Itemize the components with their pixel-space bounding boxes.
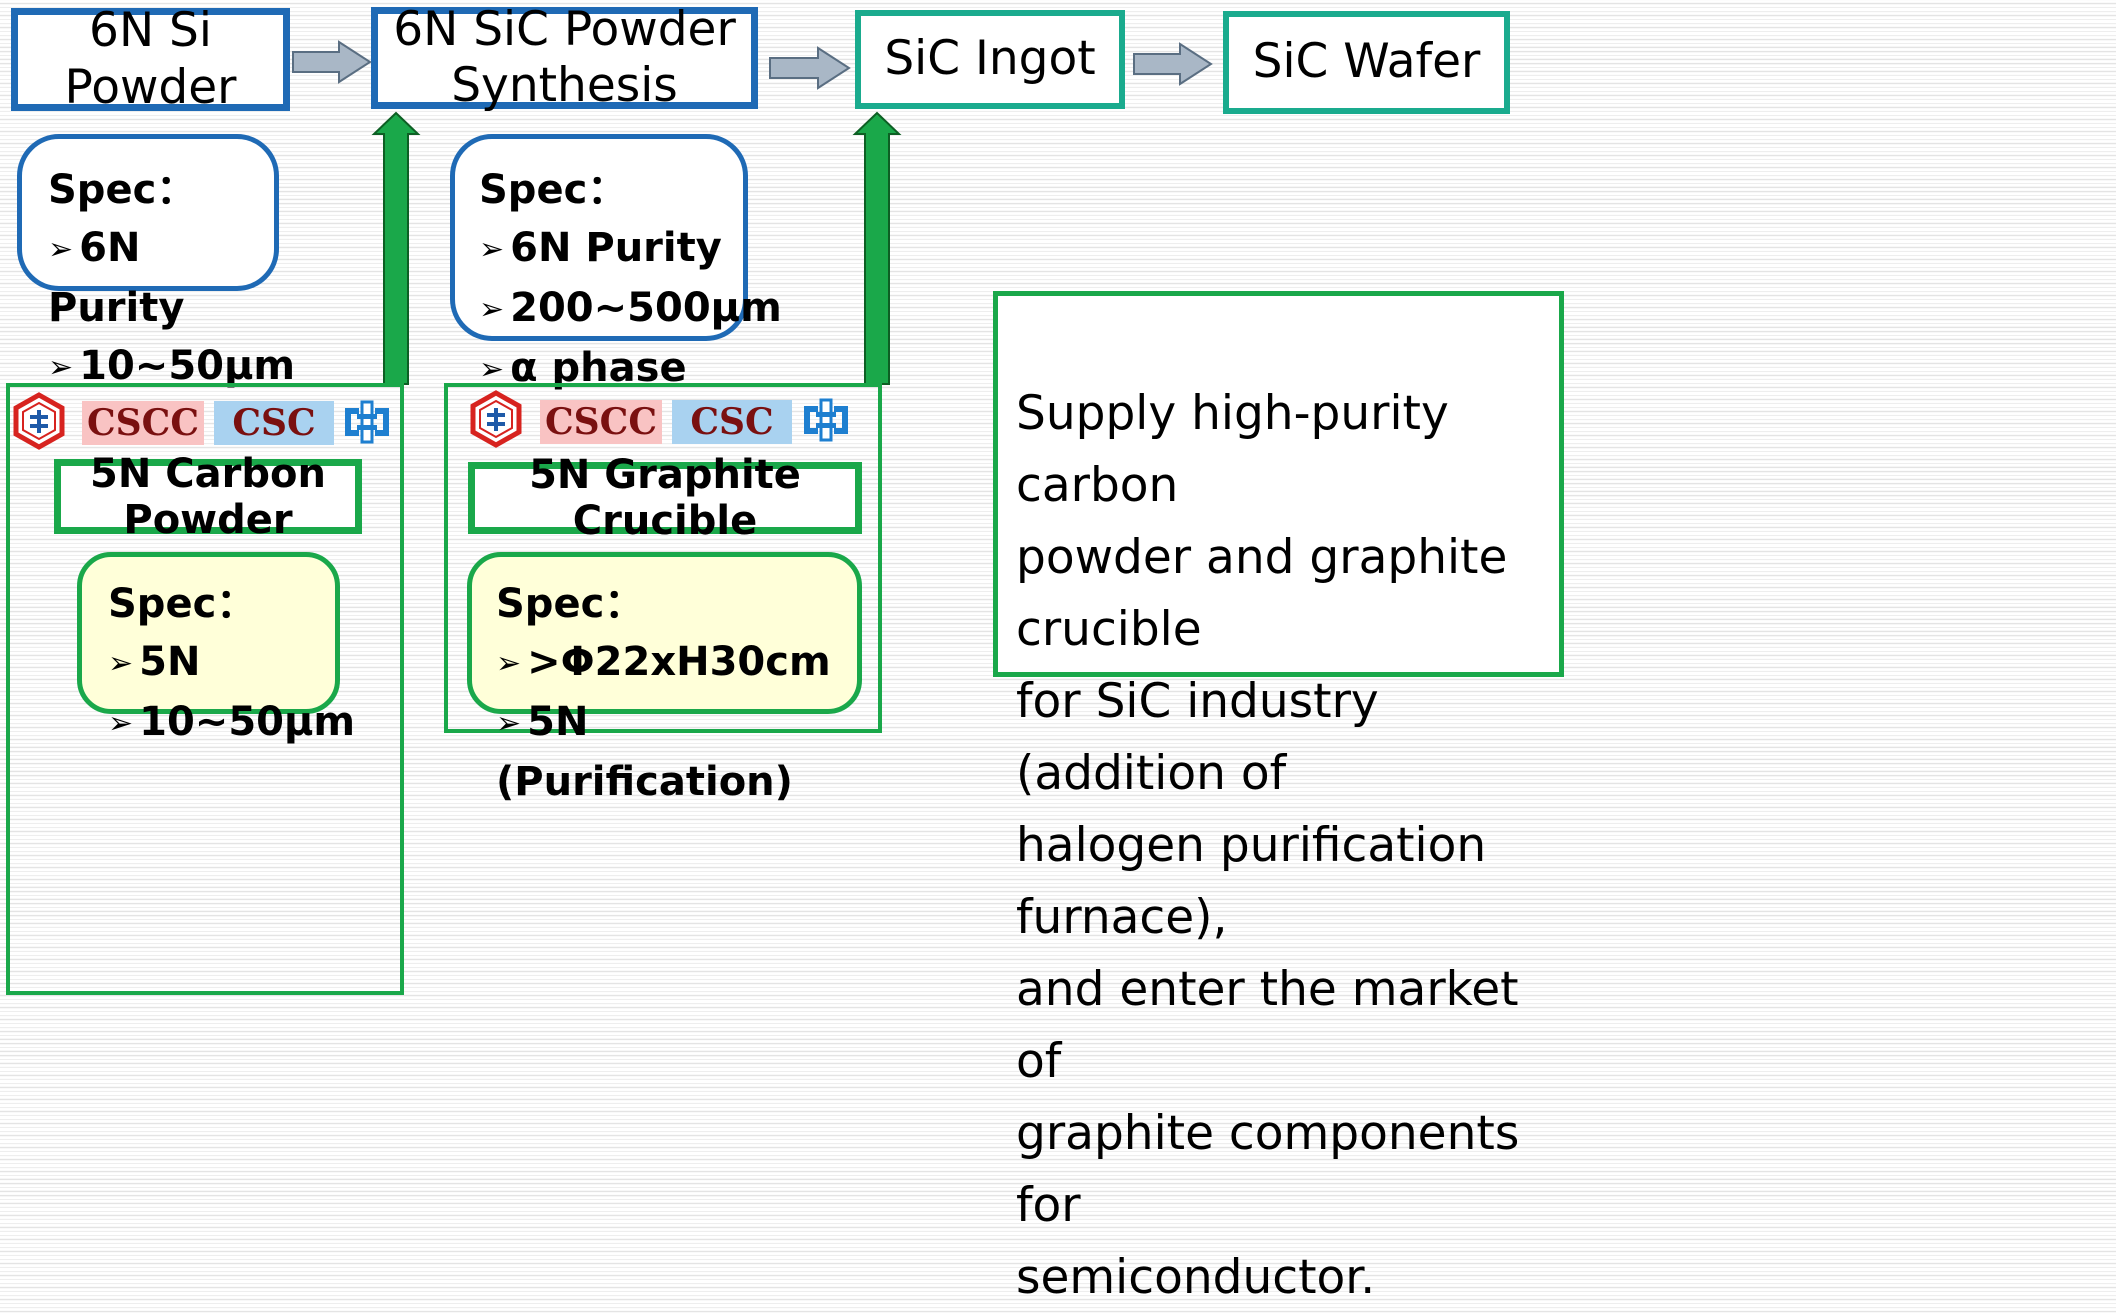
bullet-arrowhead-icon: ➢ xyxy=(479,292,505,327)
csc-logo-icon xyxy=(804,398,848,442)
up-arrow-icon xyxy=(371,111,421,385)
sic-ingot-label: SiC Ingot xyxy=(884,31,1096,87)
carbon-powder-title-box: 5N Carbon Powder xyxy=(54,451,362,543)
cscc-hexagon-logo-icon xyxy=(470,390,522,448)
info-text: Supply high-purity carbon powder and gra… xyxy=(1016,386,1520,1305)
graphite-crucible-title-box: 5N Graphite Crucible xyxy=(468,452,862,544)
spec-item: ➢10~50μm xyxy=(108,699,356,745)
si-powder-label: 6N Si Powder xyxy=(64,3,237,115)
cscc-hexagon-logo-icon xyxy=(13,392,65,450)
carbon-spec-box: Spec： ➢5N ➢10~50μm xyxy=(77,552,355,745)
bullet-arrowhead-icon: ➢ xyxy=(496,646,522,681)
carbon-powder-title-line2: Powder xyxy=(123,496,293,543)
bullet-arrowhead-icon: ➢ xyxy=(48,232,74,267)
sic-powder-label-line1: 6N SiC Powder xyxy=(393,1,736,57)
spec-heading: Spec： xyxy=(479,167,628,213)
bullet-arrowhead-icon: ➢ xyxy=(479,232,505,267)
bullet-arrowhead-icon: ➢ xyxy=(48,350,74,385)
csc-tag: CSC xyxy=(672,400,792,444)
carbon-powder-title-line1: 5N Carbon xyxy=(90,450,326,497)
right-arrow-icon xyxy=(1133,42,1213,86)
right-arrow-icon xyxy=(769,46,851,90)
sic-ingot-box: SiC Ingot xyxy=(855,10,1125,109)
si-powder-box: 6N Si Powder xyxy=(11,3,290,115)
cscc-tag: CSCC xyxy=(540,400,662,444)
spec-item: ➢10~50μm xyxy=(48,343,296,389)
graphite-crucible-title: 5N Graphite Crucible xyxy=(529,452,801,544)
spec-item: ➢6N Purity xyxy=(479,225,722,271)
graphite-crucible-panel xyxy=(444,383,882,733)
right-arrow-icon xyxy=(292,40,372,84)
spec-heading: Spec： xyxy=(48,167,197,213)
spec-item: ➢200~500μm xyxy=(479,285,782,331)
sic-powder-label-line2: Synthesis xyxy=(451,58,678,113)
spec-item: ➢>Φ22xH30cm xyxy=(496,639,831,685)
bullet-arrowhead-icon: ➢ xyxy=(108,646,134,681)
si-spec-box: Spec： ➢6N Purity ➢10~50μm xyxy=(17,134,295,389)
sic-wafer-label: SiC Wafer xyxy=(1252,34,1481,90)
crucible-spec-box: Spec： ➢>Φ22xH30cm ➢5N (Purification) xyxy=(467,552,862,805)
up-arrow-icon xyxy=(852,111,902,385)
bullet-arrowhead-icon: ➢ xyxy=(108,706,134,741)
spec-heading: Spec： xyxy=(496,581,645,627)
cscc-tag: CSCC xyxy=(82,401,204,445)
bullet-arrowhead-icon: ➢ xyxy=(496,706,522,741)
spec-heading: Spec： xyxy=(108,581,257,627)
info-text-box: Supply high-purity carbon powder and gra… xyxy=(993,291,1564,1305)
spec-item: ➢5N xyxy=(108,639,201,685)
sic-powder-synthesis-box: 6N SiC Powder Synthesis xyxy=(371,2,758,113)
bullet-arrowhead-icon: ➢ xyxy=(479,352,505,387)
spec-item: ➢6N Purity xyxy=(48,225,185,331)
csc-logo-icon xyxy=(345,400,389,444)
sic-wafer-box: SiC Wafer xyxy=(1223,11,1510,114)
spec-item: ➢5N (Purification) xyxy=(496,699,793,805)
csc-tag: CSC xyxy=(214,401,334,445)
sic-spec-box: Spec： ➢6N Purity ➢200~500μm ➢α phase xyxy=(450,134,782,391)
